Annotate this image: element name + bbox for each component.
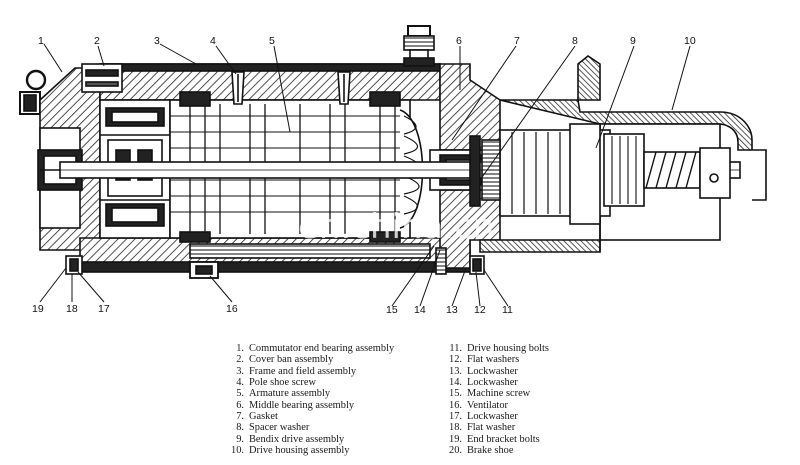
callout-16: 16 — [226, 303, 238, 315]
legend-item: 17.Lockwasher — [449, 411, 518, 423]
gasket — [469, 135, 501, 207]
grease-fitting — [403, 25, 435, 67]
callout-numbers: 1 2 3 4 5 6 7 8 9 10 11 12 13 14 15 16 1… — [32, 35, 696, 316]
legend-item: 9.Bendix drive assembly — [236, 433, 345, 445]
legend-item: 13.Lockwasher — [449, 365, 518, 377]
callout-5: 5 — [269, 35, 275, 47]
legend-item: 12.Flat washers — [449, 354, 520, 366]
callout-19: 19 — [32, 303, 44, 315]
commutator-end-cap — [37, 67, 101, 251]
legend-item: 5.Armature assembly — [236, 388, 331, 400]
legend-item: 19.End bracket bolts — [449, 433, 540, 445]
callout-7: 7 — [514, 35, 520, 47]
legend-item: 20.Brake shoe — [449, 445, 514, 457]
callout-17: 17 — [98, 303, 110, 315]
callout-1: 1 — [38, 35, 44, 47]
callout-18: 18 — [66, 303, 78, 315]
callout-10: 10 — [684, 35, 696, 47]
watermark: en.china.cn — [298, 207, 494, 247]
parts-legend-right: 11.Drive housing bolts 12.Flat washers 1… — [440, 343, 549, 456]
callout-12: 12 — [474, 304, 486, 316]
legend-item: 16.Ventilator — [449, 399, 508, 411]
callout-2: 2 — [94, 35, 100, 47]
legend-item: 2.Cover ban assembly — [236, 354, 334, 366]
callout-4: 4 — [210, 35, 216, 47]
legend-item: 1.Commutator end bearing assembly — [236, 343, 395, 354]
pole-shoe-screws — [231, 71, 351, 105]
bendix-drive — [499, 123, 731, 225]
cover-band — [81, 63, 123, 93]
callout-6: 6 — [456, 35, 462, 47]
parts-legend-left: 1.Commutator end bearing assembly 2.Cove… — [218, 343, 394, 456]
legend-item: 11.Drive housing bolts — [449, 343, 549, 354]
motor-cross-section — [19, 25, 767, 307]
ventilator — [189, 261, 219, 279]
legend-item: 10.Drive housing assembly — [231, 445, 350, 457]
legend-item: 14.Lockwasher — [449, 377, 518, 389]
legend-item: 18.Flat washer — [449, 422, 516, 434]
callout-3: 3 — [154, 35, 160, 47]
callout-15: 15 — [386, 304, 398, 316]
legend-item: 8.Spacer washer — [236, 422, 310, 434]
end-bracket-bolts — [65, 255, 83, 275]
callout-13: 13 — [446, 304, 458, 316]
callout-8: 8 — [572, 35, 578, 47]
callout-14: 14 — [414, 304, 426, 316]
legend-item: 4.Pole shoe screw — [236, 377, 316, 389]
legend-item: 6.Middle bearing assembly — [236, 399, 355, 411]
legend-item: 7.Gasket — [236, 411, 278, 423]
leader-lines — [39, 43, 691, 307]
eye-bolt — [19, 69, 47, 115]
legend-item: 3.Frame and field assembly — [236, 365, 357, 377]
callout-11: 11 — [502, 304, 513, 316]
legend-item: 15.Machine screw — [449, 388, 531, 400]
callout-9: 9 — [630, 35, 636, 47]
